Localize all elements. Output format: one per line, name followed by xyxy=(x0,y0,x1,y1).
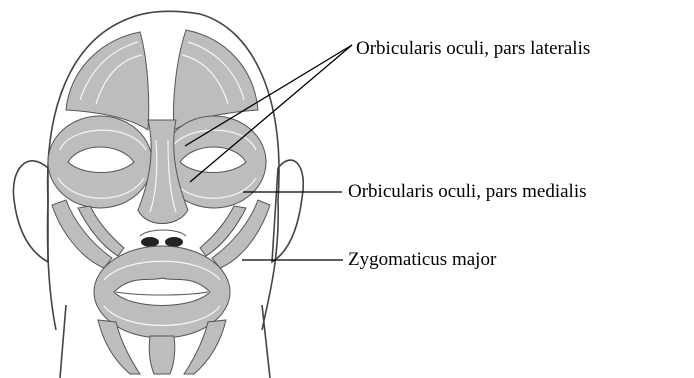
neck-right xyxy=(262,305,270,378)
label-zygomaticus-major: Zygomaticus major xyxy=(348,249,497,270)
head-illustration xyxy=(13,11,303,378)
nostril-right xyxy=(165,237,183,247)
frontalis-left xyxy=(66,32,149,130)
mentalis xyxy=(149,336,175,374)
left-ear xyxy=(13,161,48,262)
neck-left xyxy=(60,305,66,378)
nose-tip xyxy=(140,230,186,236)
nostril-left xyxy=(141,237,159,247)
label-orbicularis-medialis: Orbicularis oculi, pars medialis xyxy=(348,181,587,202)
label-orbicularis-lateralis: Orbicularis oculi, pars lateralis xyxy=(356,38,590,59)
